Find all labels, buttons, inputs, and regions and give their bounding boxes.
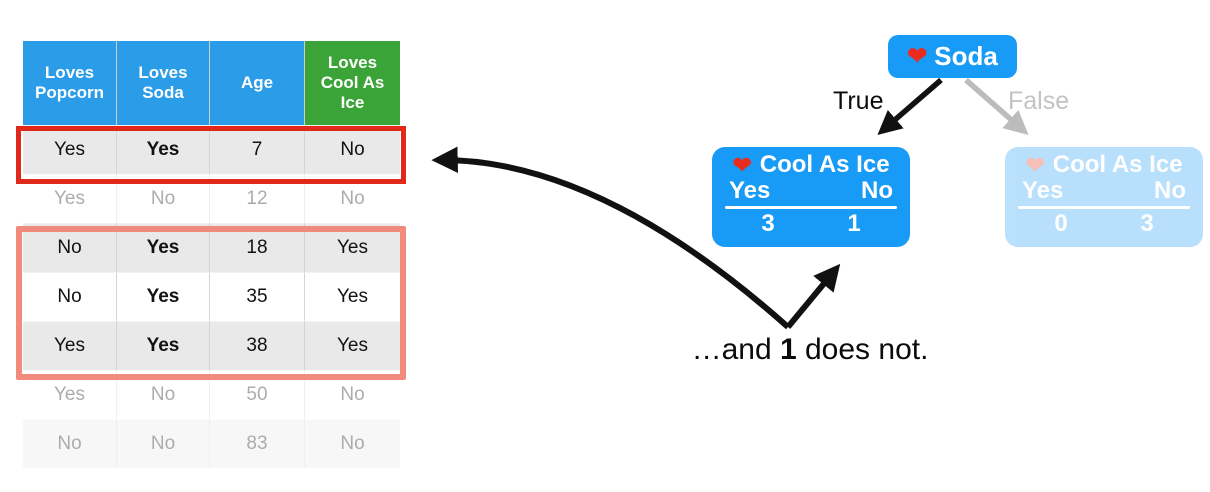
table-cell: 12	[210, 174, 305, 223]
no-label: No	[1154, 177, 1186, 205]
no-count: 3	[1140, 209, 1154, 237]
false-branch-label: False	[1008, 87, 1070, 115]
heart-icon: ❤	[1025, 151, 1045, 178]
caption-to-node-arrow	[785, 263, 841, 329]
divider	[725, 205, 897, 209]
table-cell: Yes	[305, 321, 400, 370]
table-row: Yes No 50 No	[23, 370, 400, 419]
table-cell: Yes	[23, 174, 117, 223]
table-cell: No	[23, 272, 117, 321]
table-row: No No 83 No	[23, 419, 400, 468]
table-header-row: Loves Popcorn Loves Soda Age Loves Cool …	[23, 41, 400, 125]
caption-prefix: …and	[691, 333, 780, 366]
table-row: Yes Yes 38 Yes	[23, 321, 400, 370]
table-cell: No	[305, 419, 400, 468]
table-row: No Yes 35 Yes	[23, 272, 400, 321]
cool-as-ice-node-true: ❤ Cool As Ice Yes No 3 1	[712, 147, 910, 247]
true-branch-label: True	[833, 87, 884, 115]
header-cell-loves-cool-as-ice: Loves Cool As Ice	[305, 41, 400, 125]
table-cell: No	[117, 174, 210, 223]
soda-node-label: Soda	[934, 41, 998, 71]
no-label: No	[861, 177, 893, 205]
table-cell: 50	[210, 370, 305, 419]
no-count: 1	[847, 209, 861, 237]
table-cell: 38	[210, 321, 305, 370]
table-cell: No	[305, 370, 400, 419]
table-cell: 83	[210, 419, 305, 468]
table-cell: 35	[210, 272, 305, 321]
yes-count: 3	[761, 209, 775, 237]
yes-count: 0	[1054, 209, 1068, 237]
table-cell: Yes	[305, 223, 400, 272]
caption-count: 1	[779, 333, 797, 366]
table-cell: Yes	[23, 370, 117, 419]
header-cell-loves-soda: Loves Soda	[117, 41, 210, 125]
table-cell: No	[117, 419, 210, 468]
table-cell: No	[305, 125, 400, 174]
table-cell: Yes	[117, 321, 210, 370]
table-cell: Yes	[117, 223, 210, 272]
table-cell: Yes	[117, 125, 210, 174]
heart-icon: ❤	[907, 42, 928, 70]
table-row: Yes No 12 No	[23, 174, 400, 223]
table-row: Yes Yes 7 No	[23, 125, 400, 174]
table-cell: Yes	[23, 125, 117, 174]
table-cell: No	[23, 419, 117, 468]
table-row: No Yes 18 Yes	[23, 223, 400, 272]
table-cell: 18	[210, 223, 305, 272]
table-cell: 7	[210, 125, 305, 174]
yes-label: Yes	[729, 177, 771, 205]
caption-text: …and 1 does not.	[630, 333, 990, 367]
caption-suffix: does not.	[796, 333, 929, 366]
heart-icon: ❤	[732, 151, 752, 178]
yes-label: Yes	[1022, 177, 1064, 205]
soda-root-node: ❤ Soda	[888, 35, 1017, 78]
table-cell: Yes	[305, 272, 400, 321]
divider	[1018, 205, 1190, 209]
node-title: Cool As Ice	[1052, 151, 1183, 178]
branch-true-arrow	[877, 77, 943, 135]
header-cell-loves-popcorn: Loves Popcorn	[23, 41, 117, 125]
table-cell: Yes	[117, 272, 210, 321]
table-cell: No	[117, 370, 210, 419]
table-cell: No	[23, 223, 117, 272]
table-cell: Yes	[23, 321, 117, 370]
header-cell-age: Age	[210, 41, 305, 125]
node-title: Cool As Ice	[759, 151, 890, 178]
table-cell: No	[305, 174, 400, 223]
cool-as-ice-node-false: ❤ Cool As Ice Yes No 0 3	[1005, 147, 1203, 247]
data-table: Loves Popcorn Loves Soda Age Loves Cool …	[16, 41, 406, 468]
